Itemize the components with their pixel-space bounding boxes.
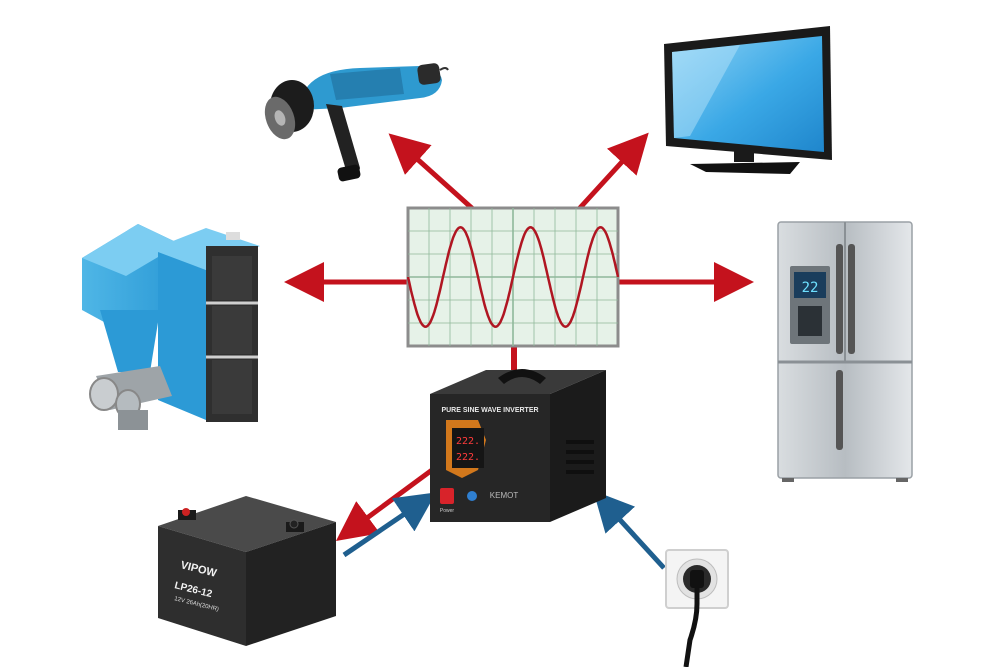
battery: VIPOW LP26-12 12V 26Ah(20HR) xyxy=(158,496,336,646)
inverter-brand: KEMOT xyxy=(490,491,519,500)
fridge-display-text: 22 xyxy=(802,280,819,296)
sine-wave xyxy=(406,226,620,328)
arrow-to-angle-grinder xyxy=(388,133,476,212)
inverter-vents xyxy=(566,440,594,474)
inverter-title: PURE SINE WAVE INVERTER xyxy=(441,407,538,414)
pellet-boiler xyxy=(82,224,260,430)
inverter: PURE SINE WAVE INVERTER 222. 222. Power … xyxy=(430,369,606,522)
inverter-power-switch[interactable] xyxy=(440,488,454,504)
arrow-from-battery xyxy=(342,492,437,558)
fridge: 22 xyxy=(777,221,913,482)
arrows xyxy=(284,132,754,570)
oscilloscope-screen xyxy=(406,206,620,348)
angle-grinder xyxy=(264,63,449,182)
inverter-indicator-led xyxy=(467,491,477,501)
wall-socket xyxy=(665,549,729,667)
inverter-display-bottom: 222. xyxy=(456,452,480,463)
inverter-switch-label: Power xyxy=(440,508,455,514)
arrow-to-tv xyxy=(576,132,649,212)
arrow-from-socket xyxy=(593,490,666,570)
arrow-to-battery xyxy=(335,467,434,541)
tv xyxy=(664,26,832,174)
inverter-display-top: 222. xyxy=(456,436,480,447)
